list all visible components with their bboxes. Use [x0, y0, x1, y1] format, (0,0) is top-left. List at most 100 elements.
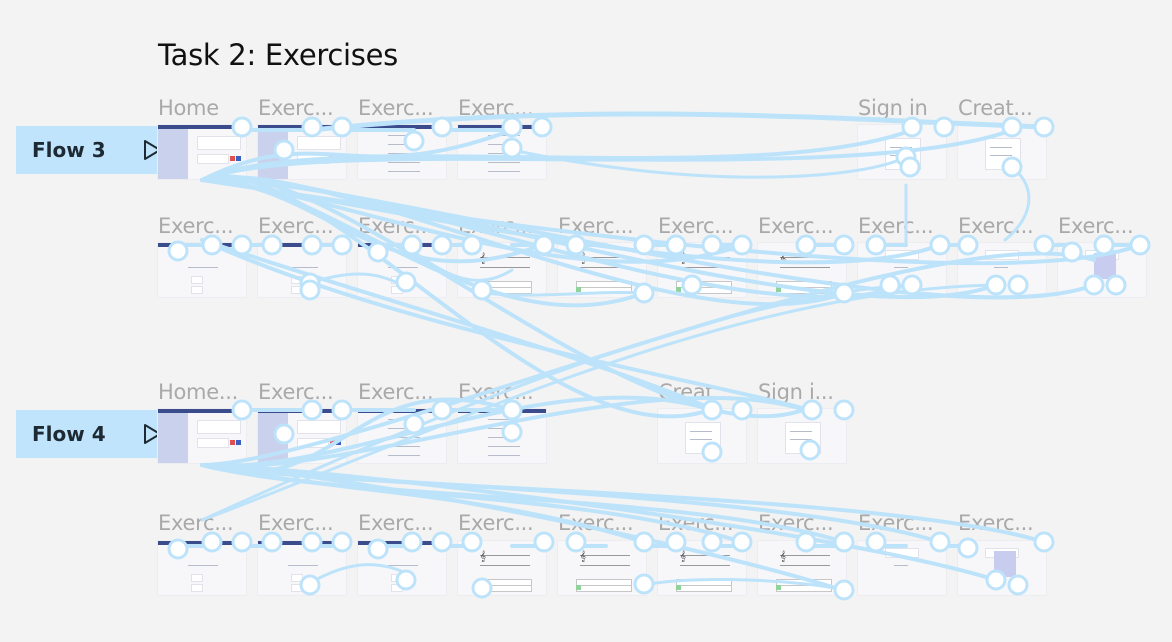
frame-label[interactable]: Exerc...: [958, 511, 1034, 535]
frame-panel: [298, 155, 328, 163]
frame-topbar: [258, 541, 346, 545]
frame-text-line: [388, 446, 420, 447]
frame-text-line: [388, 267, 418, 268]
frame-score-box: [886, 549, 918, 557]
frame-thumbnail[interactable]: 𝄞: [758, 243, 846, 297]
frame-label[interactable]: Home...: [158, 380, 238, 404]
frame-thumbnail[interactable]: [1058, 243, 1146, 297]
frame-text-line: [488, 171, 520, 172]
frame-thumbnail[interactable]: [158, 409, 246, 463]
frame-panel: [298, 137, 340, 149]
frame-thumbnail[interactable]: [258, 243, 346, 297]
frame-button: [192, 575, 202, 581]
frame-label[interactable]: Home: [158, 96, 219, 120]
frame-thumbnail[interactable]: [458, 409, 546, 463]
frame-thumbnail[interactable]: [758, 409, 846, 463]
frame-thumbnail[interactable]: [858, 541, 946, 595]
frame-thumbnail[interactable]: [258, 125, 346, 179]
frame-label[interactable]: Exerc...: [558, 214, 634, 238]
frame-key-highlight: [676, 585, 681, 590]
frame-sidebar: [158, 129, 188, 179]
frame-thumbnail[interactable]: 𝄞: [458, 243, 546, 297]
frame-staff: [680, 555, 730, 566]
frame-form-panel: [786, 423, 820, 453]
frame-label[interactable]: Exerc...: [458, 380, 534, 404]
frame-thumbnail[interactable]: 𝄞: [558, 243, 646, 297]
frame-label[interactable]: Exerc...: [458, 214, 534, 238]
frame-label[interactable]: Sign i...: [758, 380, 834, 404]
frame-thumbnail[interactable]: [858, 125, 946, 179]
frame-thumbnail[interactable]: 𝄞: [658, 243, 746, 297]
frame-label[interactable]: Exerc...: [358, 511, 434, 535]
frame-badge: [236, 156, 241, 161]
frame-thumbnail[interactable]: [358, 125, 446, 179]
frame-text-line: [488, 428, 520, 429]
frame-label[interactable]: Exerc...: [158, 214, 234, 238]
frame-label[interactable]: Exerc...: [258, 214, 334, 238]
frame-thumbnail[interactable]: [358, 409, 446, 463]
frame-label[interactable]: Exerc...: [1058, 214, 1134, 238]
frame-thumbnail[interactable]: [658, 409, 746, 463]
frame-label[interactable]: Exerc...: [358, 214, 434, 238]
frame-thumbnail[interactable]: [158, 125, 246, 179]
frame-text-line: [188, 565, 218, 566]
frame-label[interactable]: Exerc...: [858, 511, 934, 535]
frame-label[interactable]: Exerc...: [458, 511, 534, 535]
frame-text-line: [388, 162, 420, 163]
flow-4-tag[interactable]: Flow 4: [16, 410, 163, 458]
frame-text-line: [890, 155, 912, 156]
frame-keys: [776, 585, 832, 592]
frame-topbar: [358, 541, 446, 545]
frame-label[interactable]: Exerc...: [758, 511, 834, 535]
frame-thumbnail[interactable]: [358, 243, 446, 297]
frame-thumbnail[interactable]: [258, 409, 346, 463]
frame-label[interactable]: Exerc...: [258, 380, 334, 404]
frame-thumbnail[interactable]: [258, 541, 346, 595]
frame-label[interactable]: Exerc...: [758, 214, 834, 238]
frame-text-line: [488, 437, 520, 438]
frame-thumbnail[interactable]: [158, 243, 246, 297]
frame-label[interactable]: Exerc...: [958, 214, 1034, 238]
frame-button: [292, 287, 302, 293]
frame-thumbnail[interactable]: [958, 541, 1046, 595]
flow-3-tag[interactable]: Flow 3: [16, 126, 163, 174]
frame-text-line: [488, 135, 520, 136]
play-outline-icon[interactable]: [141, 139, 163, 161]
frame-thumbnail[interactable]: [158, 541, 246, 595]
frame-thumbnail[interactable]: [958, 243, 1046, 297]
frame-label[interactable]: Exerc...: [158, 511, 234, 535]
frame-label[interactable]: Exerc...: [458, 96, 534, 120]
frame-thumbnail[interactable]: [958, 125, 1046, 179]
frame-label[interactable]: Sign in: [858, 96, 928, 120]
frame-form-panel: [886, 139, 920, 169]
frame-keys: [776, 287, 832, 294]
frame-topbar: [358, 125, 446, 129]
frame-label[interactable]: Exerc...: [558, 511, 634, 535]
frame-score-box: [886, 251, 918, 259]
frame-button: [192, 277, 202, 283]
frame-text-line: [990, 155, 1012, 156]
frame-thumbnail[interactable]: 𝄞: [658, 541, 746, 595]
frame-label[interactable]: Exerc...: [358, 380, 434, 404]
flow-label: Flow 4: [32, 422, 106, 446]
frame-label[interactable]: Exerc...: [258, 511, 334, 535]
frame-label[interactable]: Exerc...: [658, 214, 734, 238]
flow-label: Flow 3: [32, 138, 106, 162]
frame-thumbnail[interactable]: 𝄞: [558, 541, 646, 595]
frame-label[interactable]: Creat...: [658, 380, 733, 404]
frame-badge: [330, 156, 335, 161]
frame-thumbnail[interactable]: [458, 125, 546, 179]
frame-thumbnail[interactable]: [358, 541, 446, 595]
frame-thumbnail[interactable]: 𝄞: [758, 541, 846, 595]
play-outline-icon[interactable]: [141, 423, 163, 445]
frame-label[interactable]: Exerc...: [258, 96, 334, 120]
frame-label[interactable]: Exerc...: [858, 214, 934, 238]
frame-thumbnail[interactable]: [858, 243, 946, 297]
frame-thumbnail[interactable]: 𝄞: [458, 541, 546, 595]
frame-topbar: [158, 125, 246, 129]
frame-label[interactable]: Creat...: [958, 96, 1033, 120]
frame-label[interactable]: Exerc...: [658, 511, 734, 535]
frame-panel: [298, 439, 328, 447]
frame-label[interactable]: Exerc...: [358, 96, 434, 120]
